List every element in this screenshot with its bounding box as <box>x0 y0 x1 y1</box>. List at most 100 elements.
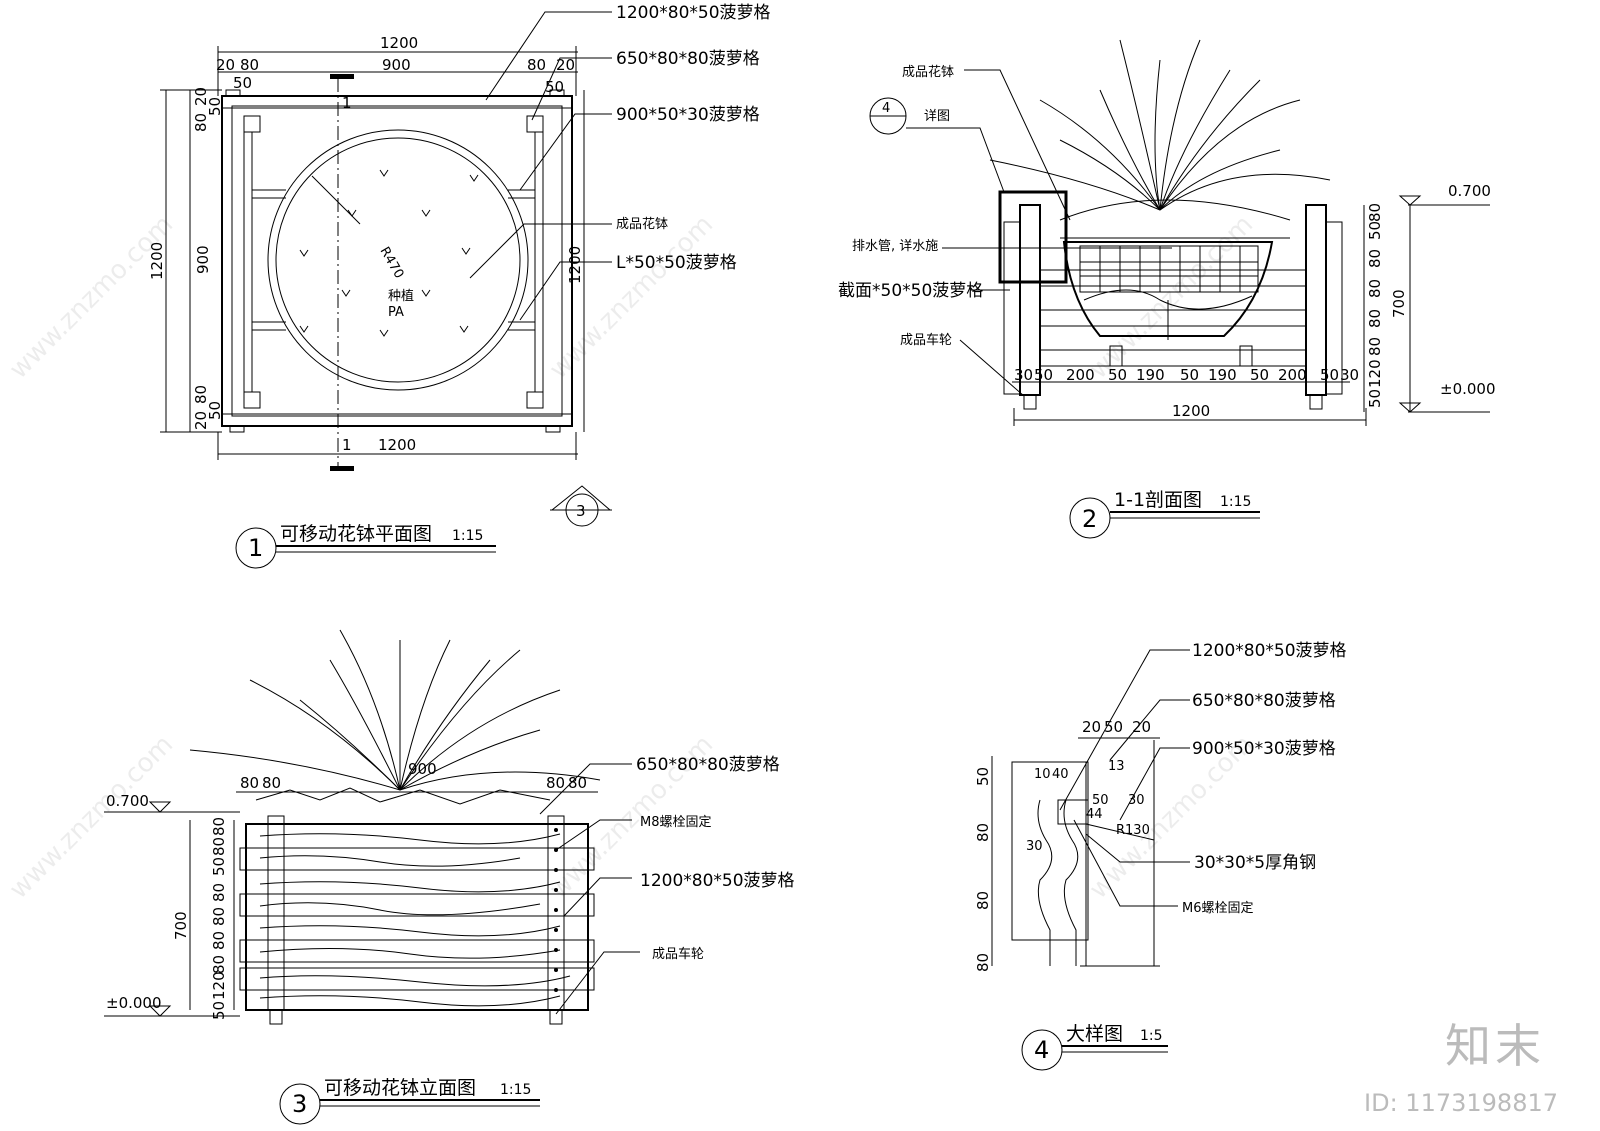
section-callout: 截面*50*50菠萝格 <box>838 281 983 301</box>
detail-callout: 900*50*30菠萝格 <box>1192 739 1336 759</box>
elevation-dim-left: 50 <box>210 1001 228 1020</box>
corner-post <box>526 391 544 409</box>
elevation-callout: 1200*80*50菠萝格 <box>640 871 795 891</box>
detail-dim-inner: 30 <box>1128 793 1145 808</box>
detail-box <box>998 190 1068 284</box>
plan-callout: 650*80*80菠萝格 <box>616 49 760 69</box>
detail-callout: M6螺栓固定 <box>1182 901 1254 916</box>
elevation-dim-left: 80 <box>210 931 228 950</box>
elevation-box <box>245 823 589 1011</box>
section-dim-bottom: 200 <box>1278 366 1307 384</box>
plan-dim-top: 80 <box>527 56 546 74</box>
elevation-dim-top: 80 <box>568 774 587 792</box>
bolt-markers <box>554 828 558 992</box>
plan-view: R470 种植 PA 1 1 1200 900 20 80 50 80 20 5… <box>148 3 771 569</box>
pot-pattern-band <box>1079 245 1259 293</box>
section-dim-right: 80 <box>1366 203 1384 222</box>
section-callout: 成品车轮 <box>900 332 952 348</box>
plan-dim-left: 50 <box>206 97 224 116</box>
view-scale: 1:15 <box>1220 494 1251 510</box>
section-level-top: 0.700 <box>1448 182 1491 200</box>
elevation-view: 80 80 80 80 900 80 80 50 80 80 80 80 120… <box>104 629 795 1125</box>
elevation-dim-left: 80 <box>210 883 228 902</box>
view-number: 3 <box>292 1090 307 1118</box>
section-view: 成品花钵 4 详图 排水管, 详水施 截面*50*50菠萝格 成品车轮 30 5… <box>838 39 1496 539</box>
plan-dim-top: 50 <box>233 74 252 92</box>
detail-dim-top: 20 <box>1132 718 1151 736</box>
section-mark-label: 1 <box>342 436 352 454</box>
elevation-level-bottom: ±0.000 <box>106 994 162 1012</box>
watermark-text: www.znzmo.com <box>544 210 719 385</box>
view-title: 可移动花钵立面图 <box>324 1077 476 1099</box>
section-dim-bottom: 30 <box>1014 366 1033 384</box>
elevation-height: 700 <box>172 911 190 940</box>
pot-inner-circle <box>275 137 521 383</box>
view-scale: 1:15 <box>452 528 483 544</box>
view-title: 大样图 <box>1066 1023 1123 1045</box>
section-mark-label: 1 <box>342 94 352 112</box>
view-scale: 1:5 <box>1140 1028 1163 1044</box>
section-dim-bottom: 50 <box>1250 366 1269 384</box>
planting-code: PA <box>388 305 404 320</box>
radius-label: R470 <box>377 245 407 282</box>
section-dim-bottom: 200 <box>1066 366 1095 384</box>
detail-dim-left: 50 <box>974 767 992 786</box>
view-scale: 1:15 <box>500 1082 531 1098</box>
section-dim-right: 80 <box>1366 249 1384 268</box>
plan-callout: L*50*50菠萝格 <box>616 253 737 273</box>
plan-callout: 900*50*30菠萝格 <box>616 105 760 125</box>
detail-view: 20 50 20 10 40 50 30 13 44 R130 30 50 80… <box>974 641 1347 1071</box>
detail-dim-left: 80 <box>974 823 992 842</box>
elevation-dim-left: 80 <box>210 907 228 926</box>
detail-dim-left: 80 <box>974 953 992 972</box>
detail-dim-top: 20 <box>1082 718 1101 736</box>
elevation-planks <box>239 833 595 1007</box>
plan-dim-left: 20 <box>192 87 210 106</box>
section-height: 700 <box>1390 289 1408 318</box>
detail-dim-inner: 10 <box>1034 767 1051 782</box>
plan-dim-right: 1200 <box>566 246 584 284</box>
corner-post <box>526 115 544 133</box>
plan-callout: 成品花钵 <box>616 216 668 232</box>
plan-dim-top: 20 <box>216 56 235 74</box>
corner-post <box>243 115 261 133</box>
detail-dim-inner: R130 <box>1116 823 1150 838</box>
plan-dim-left: 900 <box>194 245 212 274</box>
view-number: 2 <box>1082 505 1097 533</box>
section-dim-bottom: 30 <box>1340 366 1359 384</box>
plan-dim-top: 80 <box>240 56 259 74</box>
id-label: ID: 1173198817 <box>1364 1089 1558 1117</box>
section-dim-right: 50 <box>1366 221 1384 240</box>
section-callout: 排水管, 详水施 <box>852 239 938 254</box>
planting-symbols <box>299 169 479 337</box>
section-dim-right: 80 <box>1366 337 1384 356</box>
detail-dim-inner: 44 <box>1086 807 1103 822</box>
view-number: 4 <box>1034 1036 1049 1064</box>
section-mark-top <box>330 74 354 79</box>
plan-dim-top: 20 <box>556 56 575 74</box>
section-mark-bottom <box>330 466 354 471</box>
detail-callout: 1200*80*50菠萝格 <box>1192 641 1347 661</box>
section-dim-right: 80 <box>1366 279 1384 298</box>
plan-dim-left: 50 <box>206 401 224 420</box>
elevation-dim-left: 80 <box>210 955 228 974</box>
plan-dim-left: 80 <box>192 385 210 404</box>
palm-plant <box>989 39 1331 211</box>
watermark-layer: www.znzmo.com www.znzmo.com www.znzmo.co… <box>4 210 1259 905</box>
elevation-dim-left: 80 <box>210 817 228 836</box>
pot-outer-circle <box>267 129 529 391</box>
elevation-dim-left: 50 <box>210 857 228 876</box>
detail-callout: 650*80*80菠萝格 <box>1192 691 1336 711</box>
plan-dim-left: 20 <box>192 411 210 430</box>
section-dim-bottom: 50 <box>1180 366 1199 384</box>
section-callout: 成品花钵 <box>902 64 954 80</box>
detail-outline <box>1011 761 1089 941</box>
elevation-dim-top: 80 <box>262 774 281 792</box>
detail-dim-inner: 50 <box>1092 793 1109 808</box>
section-dim-bottom: 190 <box>1136 366 1165 384</box>
palm-plant <box>189 629 601 791</box>
section-dim-right: 80 <box>1366 309 1384 328</box>
section-callout: 详图 <box>924 109 950 124</box>
section-dim-bottom: 190 <box>1208 366 1237 384</box>
